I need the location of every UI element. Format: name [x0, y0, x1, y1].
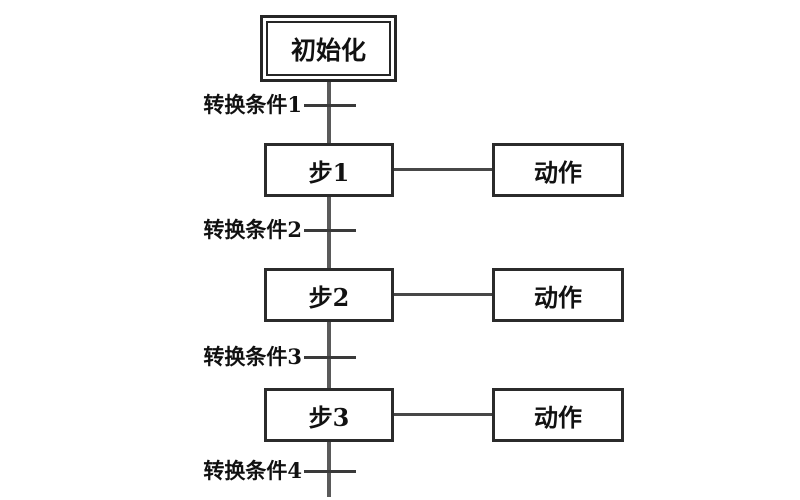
action-label-2: 动作 — [534, 282, 582, 312]
action-label-1: 动作 — [534, 157, 582, 187]
transition-label-2: 转换条件2 — [203, 217, 302, 242]
transition-bar-1 — [304, 104, 356, 107]
transition-label-4: 转换条件4 — [203, 458, 302, 483]
action-box-1: 动作 — [492, 143, 624, 197]
transition-label-1: 转换条件1 — [203, 92, 302, 117]
initial-step-inner-border: 初始化 — [266, 21, 391, 76]
step-box-1: 步1 — [264, 143, 394, 197]
step-label-2: 步2 — [308, 282, 350, 312]
action-box-3: 动作 — [492, 388, 624, 442]
initial-step-box: 初始化 — [260, 15, 397, 82]
step-label-3: 步3 — [308, 402, 350, 432]
step-label-1: 步1 — [308, 157, 350, 187]
action-label-3: 动作 — [534, 402, 582, 432]
step-box-3: 步3 — [264, 388, 394, 442]
action-box-2: 动作 — [492, 268, 624, 322]
step-box-2: 步2 — [264, 268, 394, 322]
transition-bar-4 — [304, 470, 356, 473]
step-action-connector-3 — [394, 413, 492, 416]
step-action-connector-1 — [394, 168, 492, 171]
transition-bar-3 — [304, 356, 356, 359]
transition-bar-2 — [304, 229, 356, 232]
initial-step-label: 初始化 — [290, 35, 366, 65]
transition-label-3: 转换条件3 — [203, 344, 302, 369]
step-action-connector-2 — [394, 293, 492, 296]
